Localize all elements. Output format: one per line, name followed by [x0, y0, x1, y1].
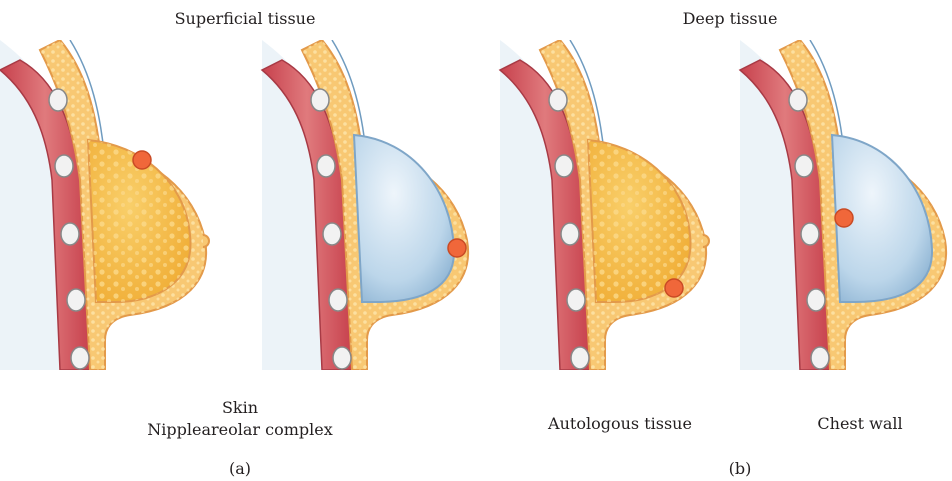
caption-chest-wall: Chest wall: [800, 414, 920, 434]
panel-label-b: (b): [715, 459, 765, 479]
panel-a-right-diagram: [262, 40, 468, 370]
breast-reconstruction-diagram: [0, 40, 952, 370]
panel-a-left-diagram: [0, 40, 209, 370]
panel-b-right-diagram: [740, 40, 946, 370]
tumor-nodule-icon: [835, 209, 853, 227]
caption-skin: Skin: [190, 398, 290, 418]
tumor-nodule-icon: [665, 279, 683, 297]
panel-b-left-diagram: [500, 40, 709, 370]
caption-nippleareolar-complex: Nippleareolar complex: [140, 420, 340, 440]
panel-label-a: (a): [215, 459, 265, 479]
tumor-nodule-icon: [448, 239, 466, 257]
tumor-nodule-icon: [133, 151, 151, 169]
header-deep-tissue: Deep tissue: [630, 9, 830, 29]
header-superficial-tissue: Superficial tissue: [145, 9, 345, 29]
caption-autologous-tissue: Autologous tissue: [530, 414, 710, 434]
